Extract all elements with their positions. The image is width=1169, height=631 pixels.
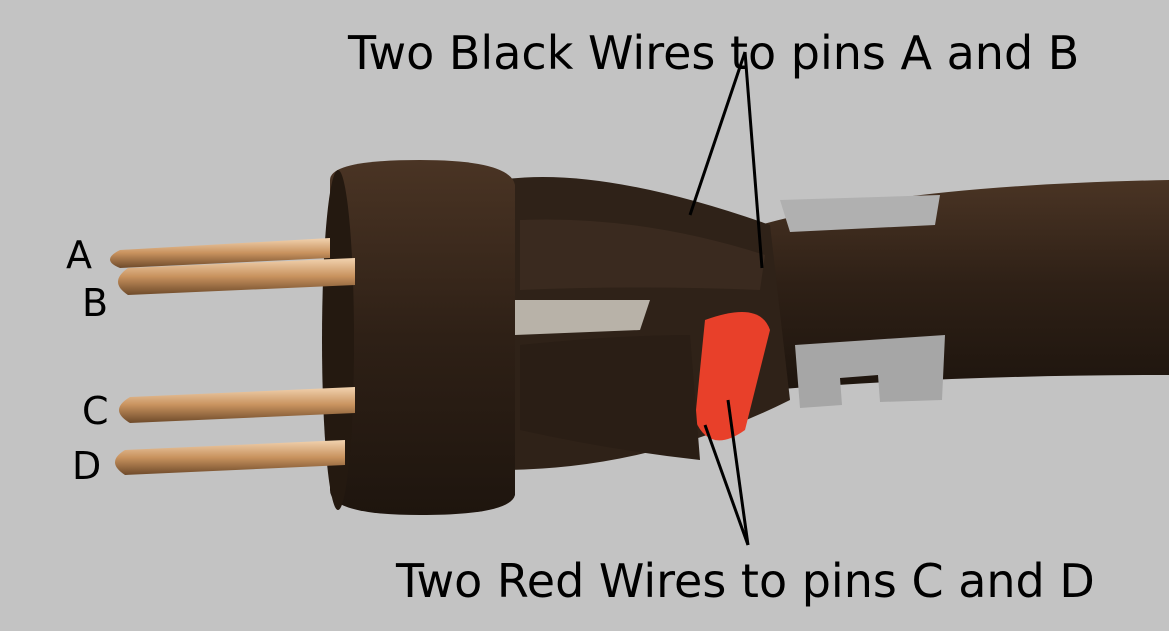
solder-joint xyxy=(515,300,650,335)
pin-b xyxy=(118,258,355,295)
black-wires-annotation: Two Black Wires to pins A and B xyxy=(348,26,1080,80)
black-wire-tube xyxy=(520,219,765,290)
red-wire xyxy=(695,312,770,441)
clip-top xyxy=(780,195,940,232)
pin-d xyxy=(115,440,345,475)
pin-a xyxy=(110,238,330,268)
black-wire-tube-lower xyxy=(520,335,700,460)
clip-bottom xyxy=(795,335,945,408)
leader-lines xyxy=(688,51,764,546)
pin-b-label: B xyxy=(82,281,109,325)
pin-c xyxy=(119,387,355,423)
pin-c-label: C xyxy=(82,389,109,433)
connector-body xyxy=(330,160,515,515)
pin-d-label: D xyxy=(72,444,102,488)
red-wires-annotation: Two Red Wires to pins C and D xyxy=(396,554,1095,608)
pin-a-label: A xyxy=(66,233,92,277)
cable xyxy=(760,180,1169,390)
